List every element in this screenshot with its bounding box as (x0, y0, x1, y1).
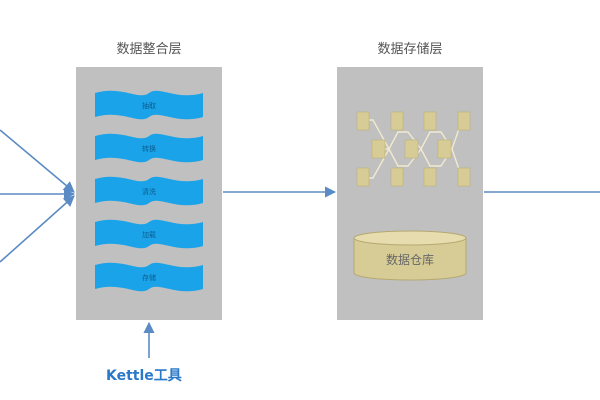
schema-cell (423, 111, 437, 131)
data-warehouse-cylinder: 数据仓库 (353, 230, 467, 281)
integration-step-label: 清洗 (142, 187, 156, 196)
data-warehouse-label: 数据仓库 (386, 252, 434, 267)
cylinder-top (353, 230, 467, 246)
integration-step-label: 加载 (142, 230, 156, 239)
integration-step-ribbon (95, 219, 203, 249)
storage-layer-panel (337, 67, 483, 320)
schema-cell (437, 139, 452, 159)
incoming-arrow-bottom (0, 195, 75, 263)
schema-cell (356, 167, 370, 187)
integration-step-ribbon (95, 176, 203, 206)
schema-cell (371, 139, 386, 159)
integration-step-label: 抽取 (142, 101, 156, 110)
schema-cells (356, 111, 471, 187)
integration-step-ribbon (95, 262, 203, 292)
schema-cell (423, 167, 437, 187)
storage-layer-title: 数据存储层 (377, 42, 443, 57)
kettle-tool-label: Kettle工具 (106, 368, 182, 384)
integration-step-label: 存储 (142, 273, 156, 282)
integration-step-ribbon (95, 133, 203, 163)
schema-cell (457, 111, 471, 131)
schema-cell (404, 139, 419, 159)
incoming-arrows (0, 129, 76, 263)
integration-step-label: 转换 (142, 144, 156, 153)
schema-cell (356, 111, 370, 131)
integration-step-ribbon (95, 90, 203, 120)
cylinder-body (353, 237, 467, 281)
integration-layer-title: 数据整合层 (116, 42, 182, 57)
incoming-arrow-top (0, 129, 75, 193)
schema-cell (390, 111, 404, 131)
schema-cell (390, 167, 404, 187)
schema-cell (457, 167, 471, 187)
